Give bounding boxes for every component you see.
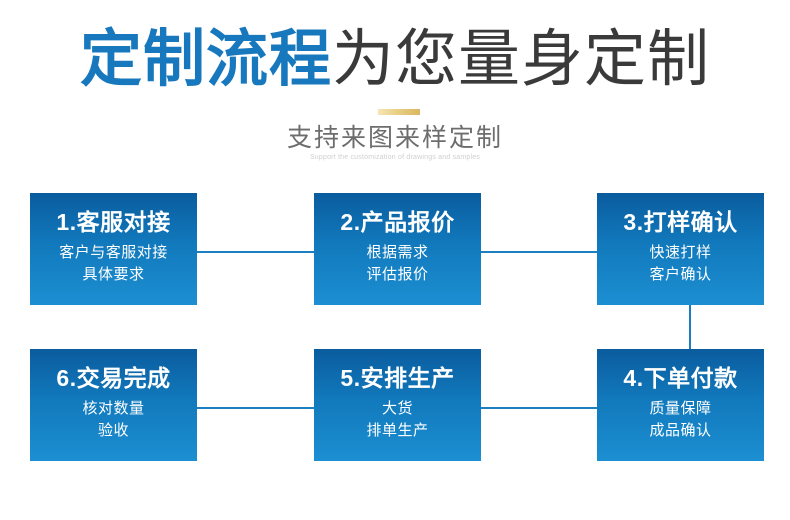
title-divider [378,109,420,115]
page-title-accent: 定制流程 [79,25,332,94]
connector-step1-step2 [197,251,314,253]
process-step-2-title: 2.产品报价 [340,209,455,235]
process-step-1: 1.客服对接 客户与客服对接 具体要求 [30,193,197,305]
connector-step5-step6 [197,407,314,409]
page-title: 定制流程为您量身定制 [0,22,790,98]
process-step-4-desc: 质量保障 成品确认 [597,398,764,442]
process-step-3: 3.打样确认 快速打样 客户确认 [597,193,764,305]
process-step-1-title: 1.客服对接 [56,209,171,235]
process-step-3-desc-line-2: 客户确认 [649,266,712,283]
process-step-6-desc-line-2: 验收 [97,422,129,439]
process-step-3-desc: 快速打样 客户确认 [597,242,764,286]
process-step-2: 2.产品报价 根据需求 评估报价 [314,193,481,305]
process-step-1-desc: 客户与客服对接 具体要求 [30,242,197,286]
process-step-2-desc-line-2: 评估报价 [366,266,429,283]
process-step-2-desc: 根据需求 评估报价 [314,242,481,286]
process-step-4: 4.下单付款 质量保障 成品确认 [597,349,764,461]
process-step-5-desc-line-1: 大货 [381,400,413,417]
page-title-plain: 为您量身定制 [332,25,711,94]
process-step-5-desc-line-2: 排单生产 [366,422,429,439]
process-step-1-desc-line-2: 具体要求 [82,266,145,283]
process-step-5: 5.安排生产 大货 排单生产 [314,349,481,461]
process-step-5-title: 5.安排生产 [340,365,455,391]
process-step-3-desc-line-1: 快速打样 [649,244,712,261]
process-step-6-title: 6.交易完成 [56,365,171,391]
process-step-2-desc-line-1: 根据需求 [366,244,429,261]
connector-step4-step5 [481,407,597,409]
connector-step3-step4 [689,305,691,349]
process-step-4-desc-line-1: 质量保障 [649,400,712,417]
process-step-6-desc: 核对数量 验收 [30,398,197,442]
process-step-1-desc-line-1: 客户与客服对接 [59,244,168,261]
process-step-5-desc: 大货 排单生产 [314,398,481,442]
process-step-6: 6.交易完成 核对数量 验收 [30,349,197,461]
process-step-4-title: 4.下单付款 [623,365,738,391]
process-step-6-desc-line-1: 核对数量 [82,400,145,417]
subtitle-chinese: 支持来图来样定制 [286,124,503,152]
connector-step2-step3 [481,251,597,253]
process-step-3-title: 3.打样确认 [623,209,738,235]
process-step-4-desc-line-2: 成品确认 [649,422,712,439]
subtitle-english: Support the customization of drawings an… [309,154,481,161]
